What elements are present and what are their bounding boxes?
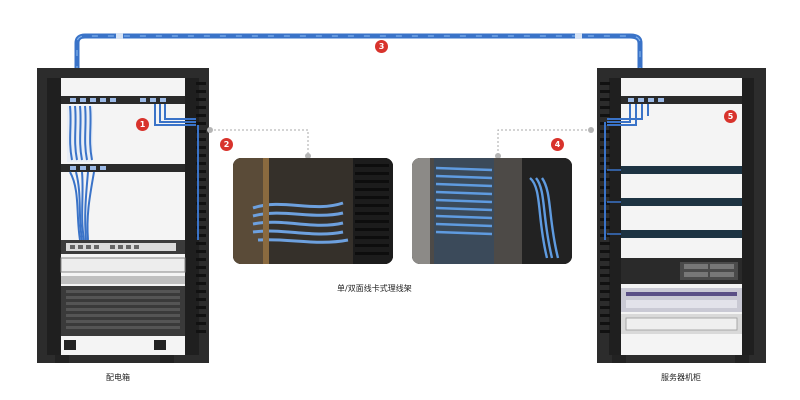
- right-cabinet-label: 服务器机柜: [661, 373, 701, 382]
- marker-3: 3: [375, 40, 388, 53]
- distribution-cabinet: [37, 68, 209, 363]
- left-cabinet-label: 配电箱: [106, 373, 130, 382]
- server-cabinet: [597, 68, 766, 363]
- marker-5: 5: [724, 110, 737, 123]
- marker-1: 1: [136, 118, 149, 131]
- cable-manager-photo-right: [412, 158, 572, 264]
- marker-4: 4: [551, 138, 564, 151]
- cable-manager-caption: 单/双面线卡式理线架: [337, 284, 412, 293]
- callout-lines: [210, 129, 591, 155]
- cable-manager-photo-left: [233, 158, 393, 264]
- marker-2: 2: [220, 138, 233, 151]
